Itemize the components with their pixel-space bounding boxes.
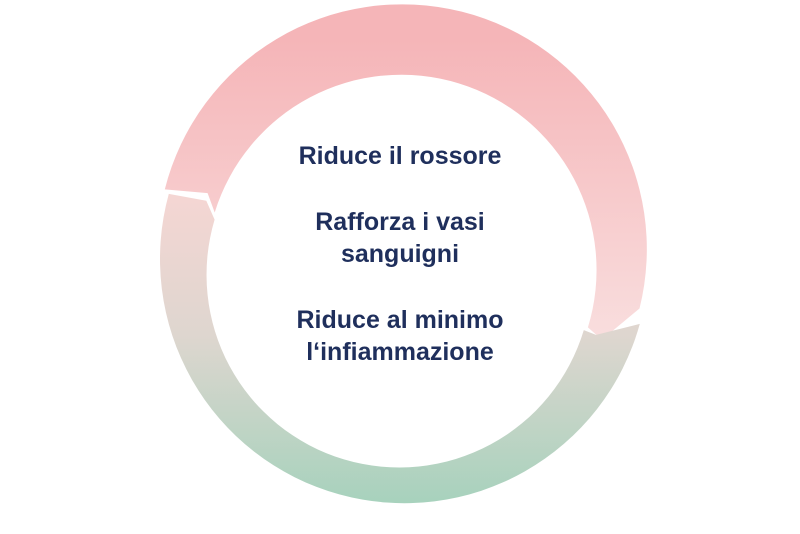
ring-segment-top: [164, 4, 647, 340]
benefit-line: Riduce il rossore: [298, 142, 502, 170]
ring-segment-bottom: [159, 193, 640, 504]
benefit-minimize-inflammation: Riduce al minimo l‘infiammazione: [250, 304, 550, 368]
benefit-line: sanguigni: [340, 240, 460, 268]
benefit-strengthen-vessels: Rafforza i vasi sanguigni: [250, 206, 550, 270]
benefit-reduce-redness: Riduce il rossore: [250, 140, 550, 172]
benefit-line: Rafforza i vasi: [315, 208, 485, 236]
benefit-line: Riduce al minimo: [296, 306, 504, 334]
benefit-line: l‘infiammazione: [306, 338, 494, 366]
benefits-list: Riduce il rossore Rafforza i vasi sangui…: [250, 140, 550, 368]
